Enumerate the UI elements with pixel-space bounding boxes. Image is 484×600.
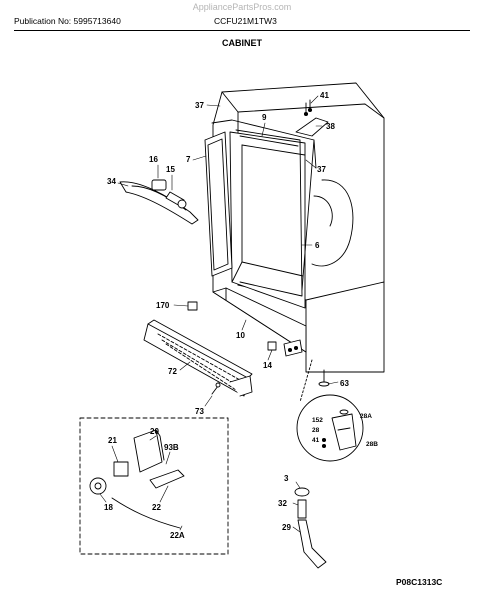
callout-93b: 93B [164, 443, 179, 452]
door-handle [119, 179, 199, 225]
callout-170: 170 [156, 301, 170, 310]
callout-41-detail: 41 [312, 437, 320, 444]
publication-number: Publication No: 5995713640 [14, 16, 121, 26]
callout-9: 9 [262, 113, 267, 122]
callout-41-top: 41 [320, 91, 329, 100]
callout-6: 6 [315, 241, 320, 250]
callout-37-side: 37 [317, 165, 326, 174]
lower-hinge [267, 339, 303, 357]
callout-22: 22 [152, 503, 161, 512]
callout-28b: 28B [366, 441, 378, 448]
callout-37-top: 37 [195, 101, 204, 110]
watermark: AppliancePartsPros.com [192, 2, 292, 12]
hinge-bracket [295, 99, 329, 137]
callout-labels: 37 9 41 38 7 16 15 34 37 6 170 10 14 72 … [104, 91, 378, 540]
liner-trim [235, 129, 303, 297]
screw-73 [211, 382, 221, 395]
door-gasket [204, 119, 317, 291]
cabinet-body [212, 82, 385, 373]
callout-152: 152 [312, 417, 323, 424]
section-title: CABINET [222, 38, 262, 48]
callout-3: 3 [284, 474, 289, 483]
callout-22a: 22A [170, 531, 185, 540]
callout-28a: 28A [360, 413, 372, 420]
callout-32: 32 [278, 499, 287, 508]
callout-73: 73 [195, 407, 204, 416]
drain-assembly [294, 487, 327, 569]
callout-20: 20 [150, 427, 159, 436]
callout-18: 18 [104, 503, 113, 512]
callout-21: 21 [108, 436, 117, 445]
model-number: CCFU21M1TW3 [214, 16, 277, 26]
part-170 [187, 301, 198, 311]
callout-28: 28 [312, 427, 320, 434]
header-divider [14, 30, 470, 31]
callout-38: 38 [326, 122, 335, 131]
callout-63: 63 [340, 379, 349, 388]
callout-7: 7 [186, 155, 191, 164]
hinge-detail-circle [296, 359, 364, 462]
leader-lines [99, 95, 339, 533]
callout-10: 10 [236, 331, 245, 340]
callout-34: 34 [107, 177, 116, 186]
callout-15: 15 [166, 165, 175, 174]
callout-16: 16 [149, 155, 158, 164]
diagram-code: P08C1313C [396, 577, 443, 587]
callout-29: 29 [282, 523, 291, 532]
callout-72: 72 [168, 367, 177, 376]
toe-grille [143, 319, 253, 397]
detail-box [79, 417, 229, 555]
callout-14: 14 [263, 361, 272, 370]
